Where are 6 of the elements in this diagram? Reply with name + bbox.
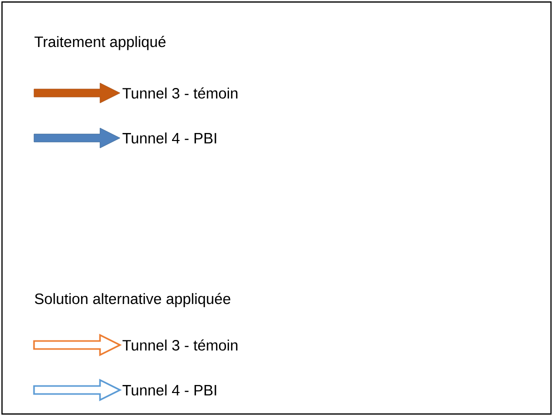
legend-text: Tunnel 3 - témoin: [122, 87, 238, 99]
legend-heading: Traitement appliqué: [34, 36, 166, 50]
legend-text: Tunnel 4 - PBI: [122, 384, 216, 396]
legend-text: Tunnel 3 - témoin: [122, 339, 238, 351]
legend-text: Tunnel 4 - PBI: [122, 132, 216, 144]
legend-heading: Solution alternative appliquée: [34, 292, 230, 308]
